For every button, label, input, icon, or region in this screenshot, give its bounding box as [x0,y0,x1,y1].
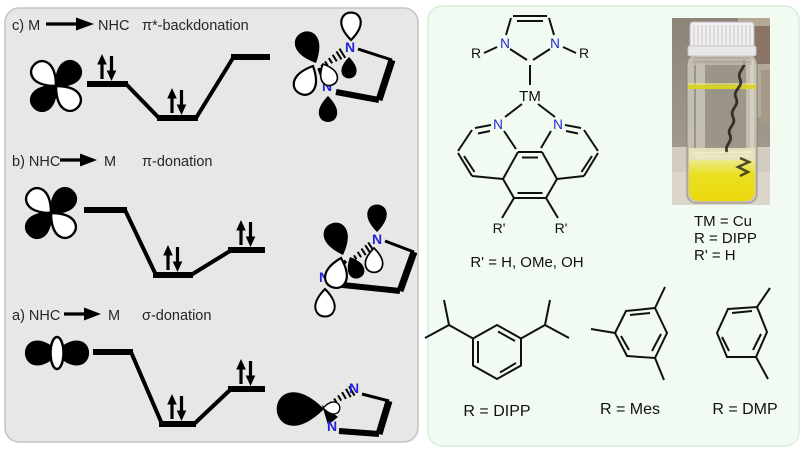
nitrogen-label: N [349,380,359,396]
methyl-group [755,356,769,380]
section-a-process-label: σ-donation [142,308,211,324]
methyl-group [654,286,666,309]
substituent-dipp: R = DIPP [424,299,570,420]
r-group-label: R [579,45,589,61]
vial-caption: TM = Cu R = DIPP R' = H [694,213,757,264]
marker-writing [724,59,746,153]
tm-assignment: TM = Cu [694,213,752,230]
section-b-to-label: M [104,154,116,170]
cap-ribs [693,25,751,46]
methyl-group [590,328,616,334]
nitrogen-label: N [372,231,382,247]
benzene-ring [613,306,669,360]
nhc-orbital-drawing-c: N N [289,11,396,122]
tm-n-bond [504,103,523,118]
r-prime-label: R' [493,220,506,236]
energy-level [87,81,128,87]
imidazole-ring: N N R R [471,15,589,61]
methyl-group [756,287,771,308]
yellow-ring-mark [688,85,756,89]
energy-diagram-c [87,52,270,121]
r-prime-assignment: R' = H [694,247,736,264]
section-b-from-label: b) NHC [12,154,60,170]
nitrogen-label: N [493,117,503,132]
benzene-ring [715,305,769,358]
sigma-orbital-icon [24,335,90,371]
section-a-from-label: a) NHC [12,308,60,324]
energy-level [228,386,265,392]
section-a-to-label: M [108,308,120,324]
nitrogen-label: N [327,418,337,434]
energy-level [153,272,193,278]
energy-level [228,247,265,253]
left-panel [4,7,419,443]
isopropyl-group [424,299,474,340]
energy-diagram-a [93,349,265,427]
substituent-label: R = Mes [600,401,660,418]
energy-level [159,421,196,427]
background-blur-object [754,26,770,64]
nhc-orbital-drawing-a: N N [276,380,393,437]
yellow-liquid [689,160,755,201]
section-c-process-label: π*-backdonation [142,18,249,34]
substituent-label: R = DIPP [463,403,530,420]
r-assignment: R = DIPP [694,230,757,247]
tm-n-bond [537,103,556,118]
tm-label: TM [519,88,541,105]
r-prime-label: R' [555,220,568,236]
arrow-right-icon [60,153,97,167]
r-prime-options-caption: R' = H, OMe, OH [470,254,583,271]
energy-level [157,115,198,121]
nhc-orbital-drawing-b: N N [314,204,418,318]
energy-level [93,349,133,355]
nitrogen-label: N [550,36,560,51]
vial-photo [672,18,770,205]
substituent-mes: R = Mes [590,286,669,418]
section-c-to-label: NHC [98,18,129,34]
r-group-label: R [471,45,481,61]
energy-level [84,207,127,213]
substituent-label: R = DMP [712,401,777,418]
energy-level [231,54,270,60]
marker-writing [735,156,753,178]
nhc-tm-phen-complex: N N R R TM N N [457,15,599,271]
nitrogen-label: N [553,117,563,132]
nitrogen-label: N [500,36,510,51]
methyl-group [654,357,665,381]
section-b-pi-donation: b) NHC M π-donation N N [12,153,418,318]
energy-diagram-b [84,207,265,278]
arrow-right-icon [64,307,101,321]
section-c-backdonation: c) M NHC π*-backdonation N N [12,11,396,122]
section-c-from-label: c) M [12,18,40,34]
section-a-sigma-donation: a) NHC M σ-donation N N [12,307,393,437]
nitrogen-label: N [345,39,355,55]
isopropyl-group [520,299,570,340]
section-b-process-label: π-donation [142,154,212,170]
phenanthroline-ring: N N R' R' [457,117,599,236]
arrow-right-icon [46,17,94,31]
substituent-dmp: R = DMP [712,287,778,418]
